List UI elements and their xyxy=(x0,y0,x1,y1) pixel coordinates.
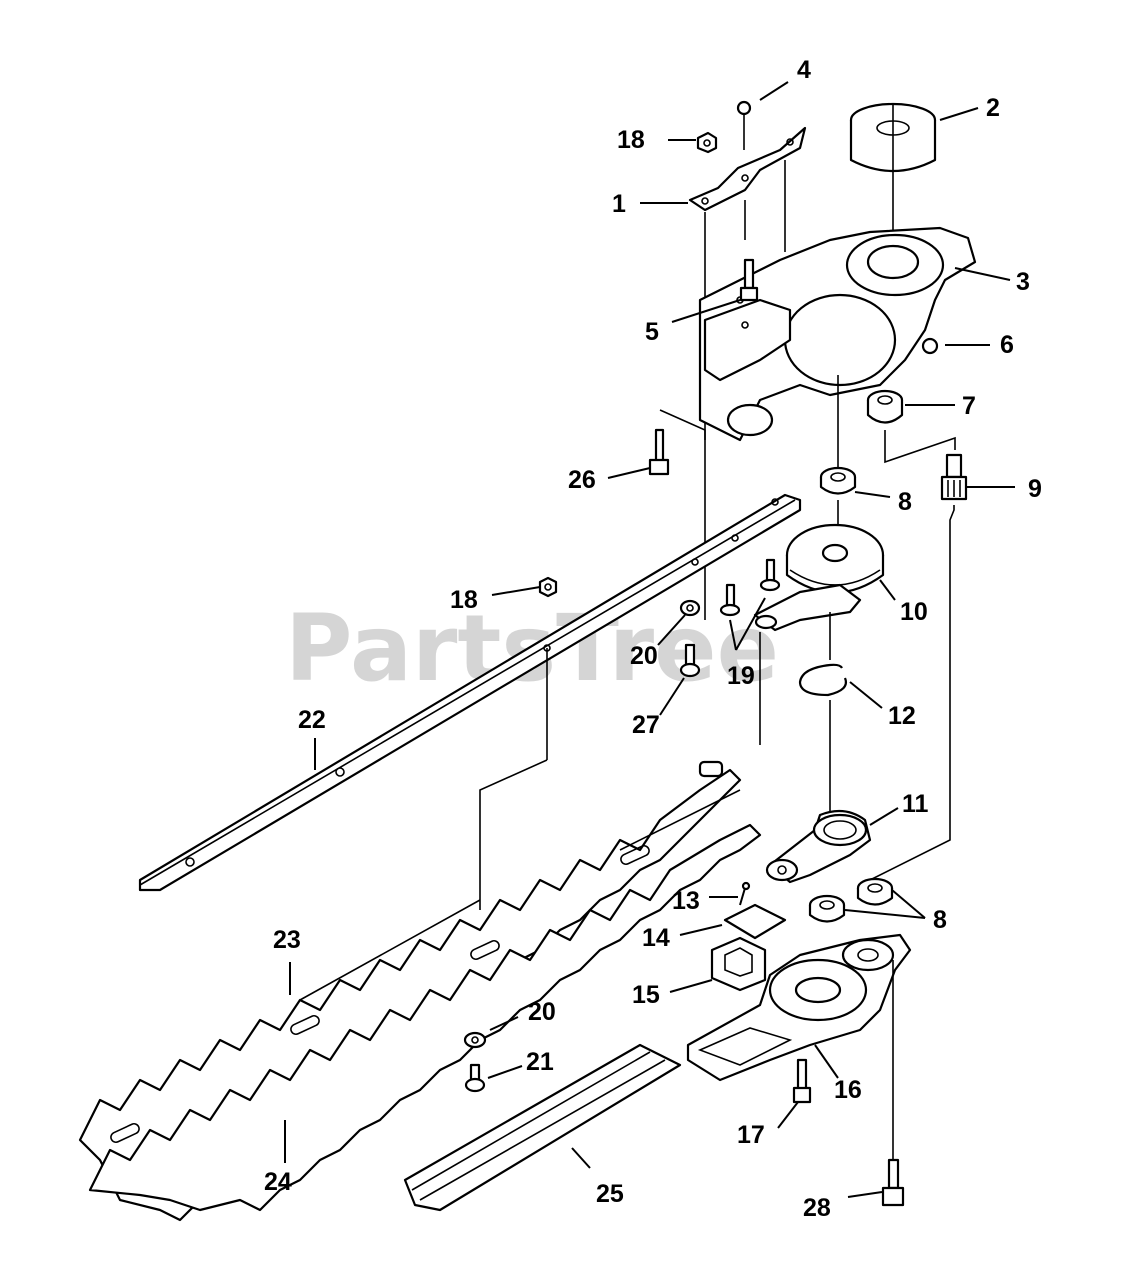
callout-5: 5 xyxy=(645,318,659,346)
callout-20-bottom: 20 xyxy=(528,998,556,1026)
part-21-screw xyxy=(464,1063,486,1093)
callout-25: 25 xyxy=(596,1180,624,1208)
callout-8-bottom: 8 xyxy=(933,906,947,934)
callout-9: 9 xyxy=(1028,475,1042,503)
callout-15: 15 xyxy=(632,981,660,1009)
part-11-connecting-rod xyxy=(765,809,872,884)
callout-20-mid: 20 xyxy=(630,642,658,670)
part-24-lower-blade xyxy=(88,823,762,1212)
callout-18-mid: 18 xyxy=(450,586,478,614)
callout-3: 3 xyxy=(1016,268,1030,296)
callout-28: 28 xyxy=(803,1194,831,1222)
part-9-pinion xyxy=(869,453,968,881)
callout-27: 27 xyxy=(632,711,660,739)
part-12-snap-ring xyxy=(798,663,847,820)
callout-7: 7 xyxy=(962,392,976,420)
part-4-nut xyxy=(736,100,752,150)
part-28-bolt xyxy=(881,960,905,1207)
part-18-nut-mid xyxy=(538,576,558,598)
callout-19: 19 xyxy=(727,662,755,690)
part-2-cup xyxy=(849,102,937,240)
callout-26: 26 xyxy=(568,466,596,494)
callout-24: 24 xyxy=(264,1168,292,1196)
part-5-screw xyxy=(739,258,759,302)
part-20-washer-mid xyxy=(679,599,701,617)
part-10-drive-gear xyxy=(753,523,885,745)
part-20-washer-bottom xyxy=(463,1031,487,1049)
callout-labels: 1 2 3 4 5 6 7 8 8 9 10 11 12 13 14 15 16… xyxy=(264,56,1042,1222)
part-16-lower-housing xyxy=(686,933,912,1082)
part-8-bearings-bottom xyxy=(808,877,894,923)
leader-lines xyxy=(284,81,1015,1198)
part-18-nut-top xyxy=(696,131,718,154)
callout-18-top: 18 xyxy=(617,126,645,154)
callout-16: 16 xyxy=(834,1076,862,1104)
part-7-spacer xyxy=(866,389,956,464)
callout-1: 1 xyxy=(612,190,626,218)
part-15-block xyxy=(710,936,767,992)
part-22-connecting-bar xyxy=(138,493,802,910)
part-25-blade-guard xyxy=(403,1043,682,1212)
part-19-pins xyxy=(719,558,781,617)
callout-12: 12 xyxy=(888,702,916,730)
callout-11: 11 xyxy=(902,790,929,818)
callout-23: 23 xyxy=(273,926,301,954)
part-13-screw xyxy=(739,881,751,906)
callout-6: 6 xyxy=(1000,331,1014,359)
part-3-gear-housing xyxy=(698,226,977,470)
callout-21: 21 xyxy=(526,1048,554,1076)
callout-22: 22 xyxy=(298,706,326,734)
callout-17: 17 xyxy=(737,1121,765,1149)
callout-13: 13 xyxy=(672,887,700,915)
part-17-screw xyxy=(792,1058,812,1104)
callout-10: 10 xyxy=(900,598,928,626)
part-14-plate xyxy=(723,903,787,940)
part-6-washer xyxy=(921,337,939,355)
callout-2: 2 xyxy=(986,94,1000,122)
callout-4: 4 xyxy=(797,56,811,84)
callout-8-top: 8 xyxy=(898,488,912,516)
part-26-pin xyxy=(648,409,706,476)
part-27-screw xyxy=(679,643,701,678)
callout-14: 14 xyxy=(642,924,670,952)
